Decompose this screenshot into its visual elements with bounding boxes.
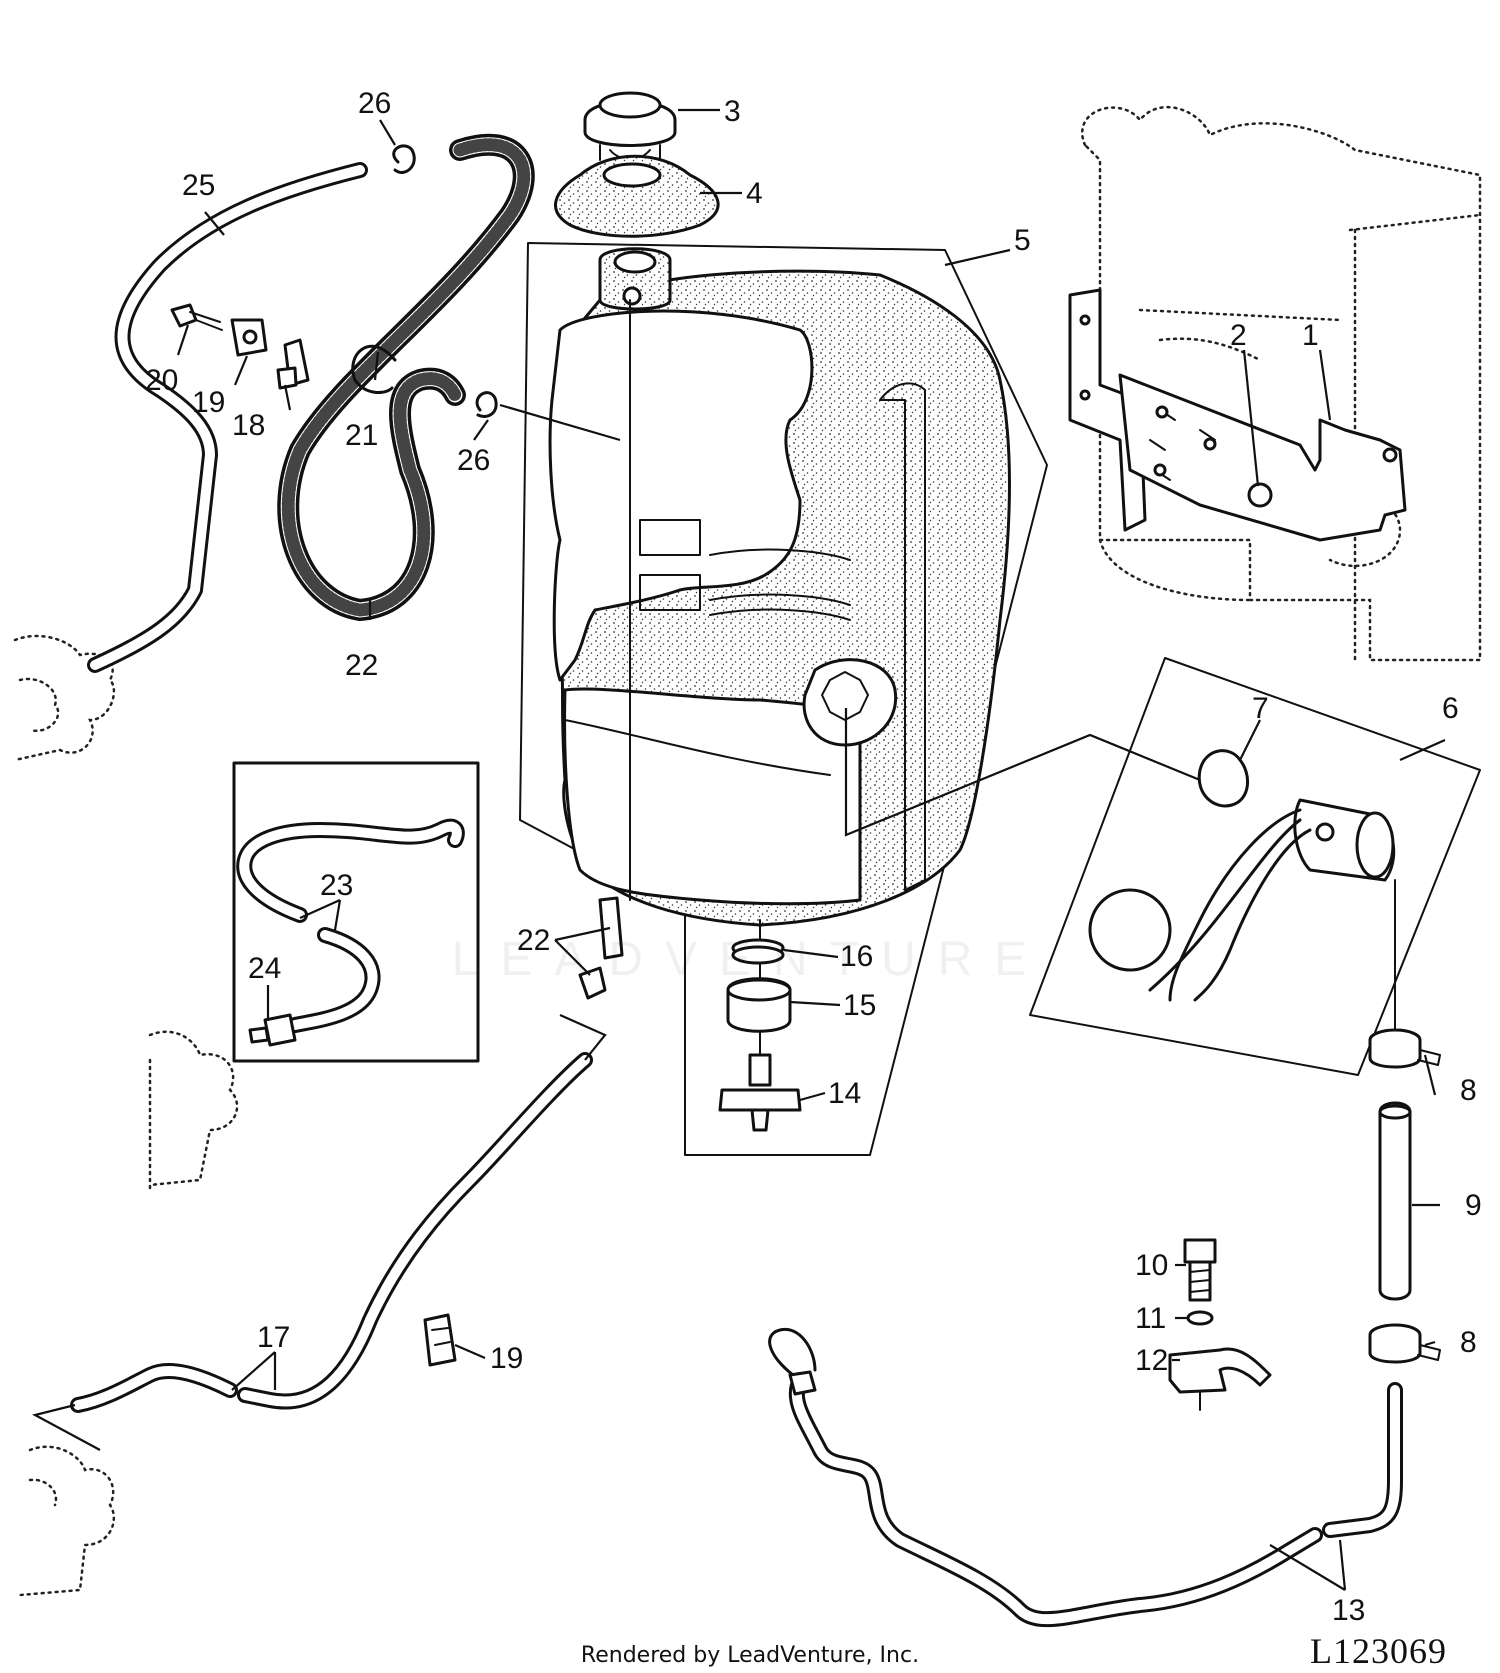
sender-box-outline (1029, 657, 1481, 1076)
hose-clamp-upper (392, 144, 416, 174)
fuel-line-left (70, 1052, 593, 1413)
callout-9: 9 (1465, 1189, 1482, 1222)
fuel-line-right (768, 1327, 1403, 1628)
callout-13: 13 (1332, 1594, 1365, 1627)
fuel-hose-clamp-lower (1368, 1323, 1441, 1364)
lock-washer (1186, 1310, 1214, 1326)
callout-25: 25 (182, 169, 215, 202)
callout-17: 17 (257, 1321, 290, 1354)
callout-24: 24 (248, 952, 281, 985)
callout-1: 1 (1302, 319, 1319, 352)
callout-7: 7 (1252, 692, 1269, 725)
callout-26a: 26 (358, 87, 391, 120)
fuel-hose-clamp-upper (1368, 1028, 1441, 1069)
fuel-gauge-sender (1088, 798, 1396, 1002)
line-clamp (1168, 1347, 1272, 1411)
callout-10: 10 (1135, 1249, 1168, 1282)
tank-assembly-outline (519, 242, 1048, 1156)
vent-alignment-line (499, 403, 621, 442)
callout-21: 21 (345, 419, 378, 452)
engine-outline-right (1081, 105, 1482, 662)
cap-gasket (554, 154, 720, 238)
callout-19b: 19 (490, 1342, 523, 1375)
callout-8b: 8 (1460, 1326, 1477, 1359)
hose-clamp-clip (276, 338, 310, 390)
bracket-nut (1247, 482, 1273, 508)
callout-2: 2 (1230, 319, 1247, 352)
fuel-tank (548, 247, 1011, 927)
callout-18: 18 (232, 409, 265, 442)
left-cut-line (31, 1403, 101, 1451)
sender-gasket (1197, 749, 1249, 808)
callout-26b: 26 (457, 444, 490, 477)
callout-8: 8 (1460, 1074, 1477, 1107)
callout-3: 3 (724, 95, 741, 128)
frame-outline-left (13, 634, 239, 1597)
diagram-reference-number: L123069 (1310, 1631, 1447, 1671)
callout-labels: 1 2 3 4 5 6 7 8 8 9 10 11 12 13 14 15 16… (145, 87, 1482, 1627)
fuel-hose (1378, 1101, 1412, 1301)
callout-22a: 22 (345, 649, 378, 682)
hose-clip (351, 344, 397, 394)
vent-tube (87, 162, 368, 673)
drain-ring (731, 938, 785, 965)
inset-box (232, 761, 480, 1063)
cap-screw-right (1183, 1238, 1217, 1302)
vent-hose-large (277, 133, 535, 621)
callout-15: 15 (843, 989, 876, 1022)
fuel-cap (583, 91, 677, 161)
sender-alignment-line (844, 708, 1201, 837)
tank-bracket (1068, 288, 1407, 542)
callout-5: 5 (1014, 224, 1031, 257)
callout-11: 11 (1135, 1302, 1166, 1335)
drain-valve (718, 1053, 802, 1132)
leader-lines (176, 108, 1446, 1591)
callout-14: 14 (828, 1077, 861, 1110)
fuel-line-clip (423, 1313, 457, 1367)
inset-hoses (236, 818, 465, 1033)
hose-clamp-lower (475, 391, 498, 418)
rendered-by-credit: Rendered by LeadVenture, Inc. (580, 1643, 920, 1668)
connector-hoses (578, 896, 624, 1000)
callout-22b: 22 (517, 924, 550, 957)
cap-screw (170, 303, 223, 331)
callout-20: 20 (145, 364, 178, 397)
callout-19: 19 (192, 386, 225, 419)
inset-connector (248, 1013, 297, 1047)
callout-6: 6 (1442, 692, 1459, 725)
drain-nut (726, 977, 792, 1033)
callout-23: 23 (320, 869, 353, 902)
callout-4: 4 (746, 177, 763, 210)
watermark: LEADVENTURE (452, 933, 1049, 986)
callout-12: 12 (1135, 1344, 1168, 1377)
hose-holder (230, 318, 268, 357)
callout-16: 16 (840, 940, 873, 973)
lower-cut-line (559, 1013, 607, 1061)
